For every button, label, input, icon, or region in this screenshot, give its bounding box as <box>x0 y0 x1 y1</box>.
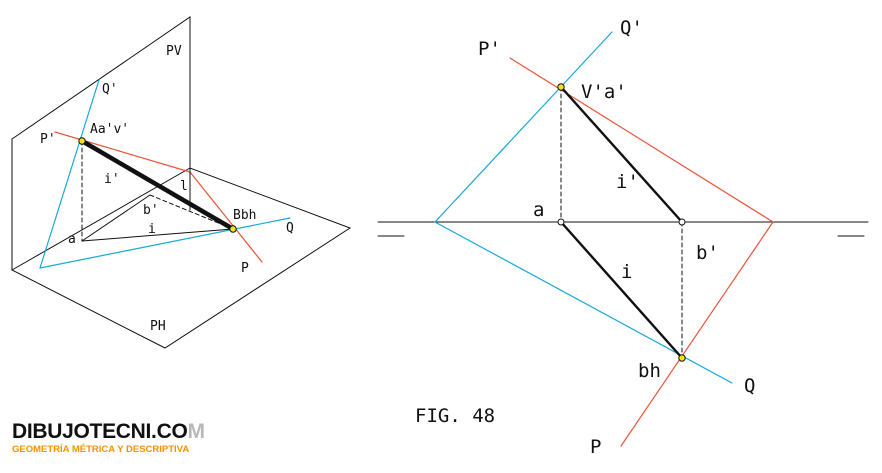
point-b-prime <box>678 218 686 226</box>
brand-name: DIBUJOTECNI.COM <box>12 421 205 443</box>
right-2d-figure <box>377 31 869 447</box>
point-b-3d <box>229 225 237 233</box>
trace-p-3d <box>189 171 263 263</box>
vertical-plane-pv <box>11 16 191 211</box>
label-p-3d: P <box>241 261 249 276</box>
point-a <box>557 218 565 226</box>
label-q-prime-3d: Q' <box>102 82 118 97</box>
label-i-3d: i <box>148 222 156 237</box>
trace-p-prime-3d <box>54 131 191 173</box>
trace-q-prime <box>434 31 613 223</box>
label-a-3d: a <box>68 232 76 247</box>
trace-p <box>620 221 774 447</box>
brand-logo: DIBUJOTECNI.COM GEOMETRÍA MÉTRICA Y DESC… <box>12 421 205 456</box>
label-b-prime-3d: b' <box>143 203 159 218</box>
label-va: V'a' <box>581 81 627 103</box>
label-pv: PV <box>166 44 182 59</box>
trace-q-prime-3d <box>39 79 100 269</box>
label-q-prime: Q' <box>620 17 643 39</box>
point-a-3d <box>78 137 86 145</box>
segment-i-prime <box>559 85 684 224</box>
label-ph: PH <box>150 319 166 334</box>
label-q: Q <box>744 375 755 397</box>
label-p: P <box>590 436 601 458</box>
label-p-prime-3d: P' <box>40 132 56 147</box>
line-a-to-bprime <box>81 194 151 242</box>
label-i-prime: i' <box>616 171 639 193</box>
segment-i <box>559 220 684 360</box>
label-i: i <box>621 261 632 283</box>
brand-tagline: GEOMETRÍA MÉTRICA Y DESCRIPTIVA <box>12 444 190 455</box>
brand-name-end: M <box>187 420 205 443</box>
horizontal-plane-ph <box>10 167 352 349</box>
projection-line-a-b <box>81 228 234 242</box>
brand-name-main: DIBUJOTECNI.CO <box>12 420 188 443</box>
segment-ab-3d <box>79 138 236 232</box>
left-3d-figure <box>10 16 352 349</box>
label-a-av: Aa'v' <box>90 122 129 137</box>
label-bh: bh <box>638 360 661 382</box>
point-bh <box>678 354 686 362</box>
label-p-prime: P' <box>478 38 501 60</box>
label-b-bh: Bbh <box>233 208 256 223</box>
label-i-prime-3d: i' <box>104 172 120 187</box>
label-b-prime: b' <box>696 242 719 264</box>
label-l: l <box>180 179 188 194</box>
label-a: a <box>533 199 544 221</box>
point-v-a-prime <box>557 83 565 91</box>
trace-q-3d <box>39 217 291 269</box>
figure-caption: FIG. 48 <box>415 405 495 427</box>
trace-p-prime <box>509 57 774 223</box>
dashed-bprime-to-b <box>149 194 234 230</box>
label-q-3d: Q <box>286 221 294 236</box>
